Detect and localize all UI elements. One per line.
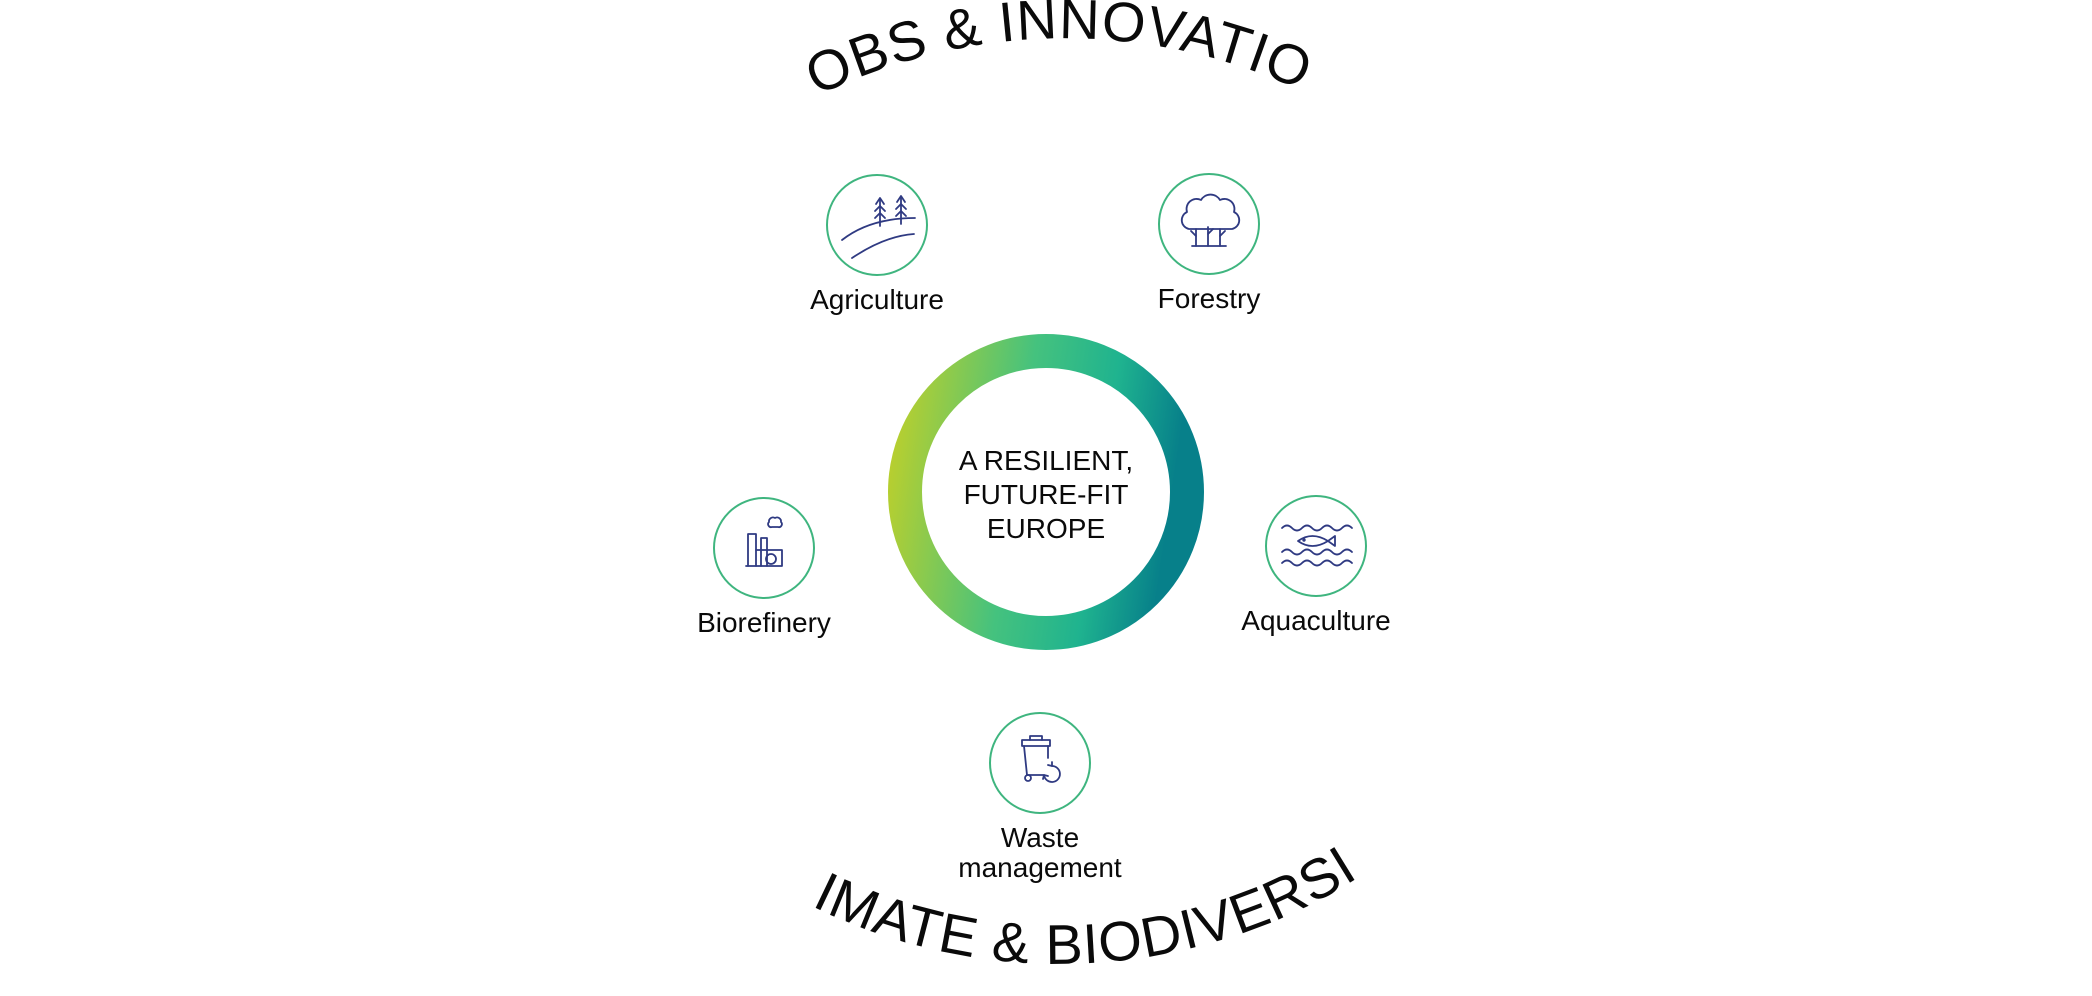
node-agriculture: Agriculture [810, 174, 944, 315]
fish-waves-icon [1281, 524, 1353, 567]
central-ring [888, 334, 1204, 650]
center-line-3: EUROPE [987, 513, 1105, 544]
bottom-arc-heading: CLIMATE & BIODIVERSITY [0, 0, 1365, 976]
wheat-field-icon [841, 195, 916, 259]
trees-icon [1180, 193, 1241, 247]
center-statement: A RESILIENT, FUTURE-FIT EUROPE [959, 445, 1133, 544]
recycling-bin-icon [1021, 735, 1061, 783]
node-biorefinery: Biorefinery [697, 497, 831, 638]
biorefinery-label: Biorefinery [697, 607, 831, 638]
aquaculture-label: Aquaculture [1241, 605, 1390, 636]
center-line-2: FUTURE-FIT [964, 479, 1129, 510]
factory-icon [745, 516, 783, 567]
node-aquaculture: Aquaculture [1241, 495, 1391, 636]
top-arc-heading: JOBS & INNOVATION [0, 0, 1322, 107]
top-arc-heading-text: JOBS & INNOVATION [0, 0, 1321, 107]
agriculture-label: Agriculture [810, 284, 944, 315]
waste-management-label-line-2: management [958, 852, 1122, 883]
agriculture-badge [826, 174, 928, 276]
node-forestry: Forestry [1158, 173, 1261, 314]
forestry-badge [1158, 173, 1260, 275]
forestry-label: Forestry [1158, 283, 1261, 314]
bottom-arc-heading-text: CLIMATE & BIODIVERSITY [0, 0, 1365, 976]
node-waste-management: Waste management [958, 712, 1122, 883]
center-line-1: A RESILIENT, [959, 445, 1133, 476]
biorefinery-badge [713, 497, 815, 599]
waste-management-label-line-1: Waste [1001, 822, 1079, 853]
waste-management-badge [989, 712, 1091, 814]
